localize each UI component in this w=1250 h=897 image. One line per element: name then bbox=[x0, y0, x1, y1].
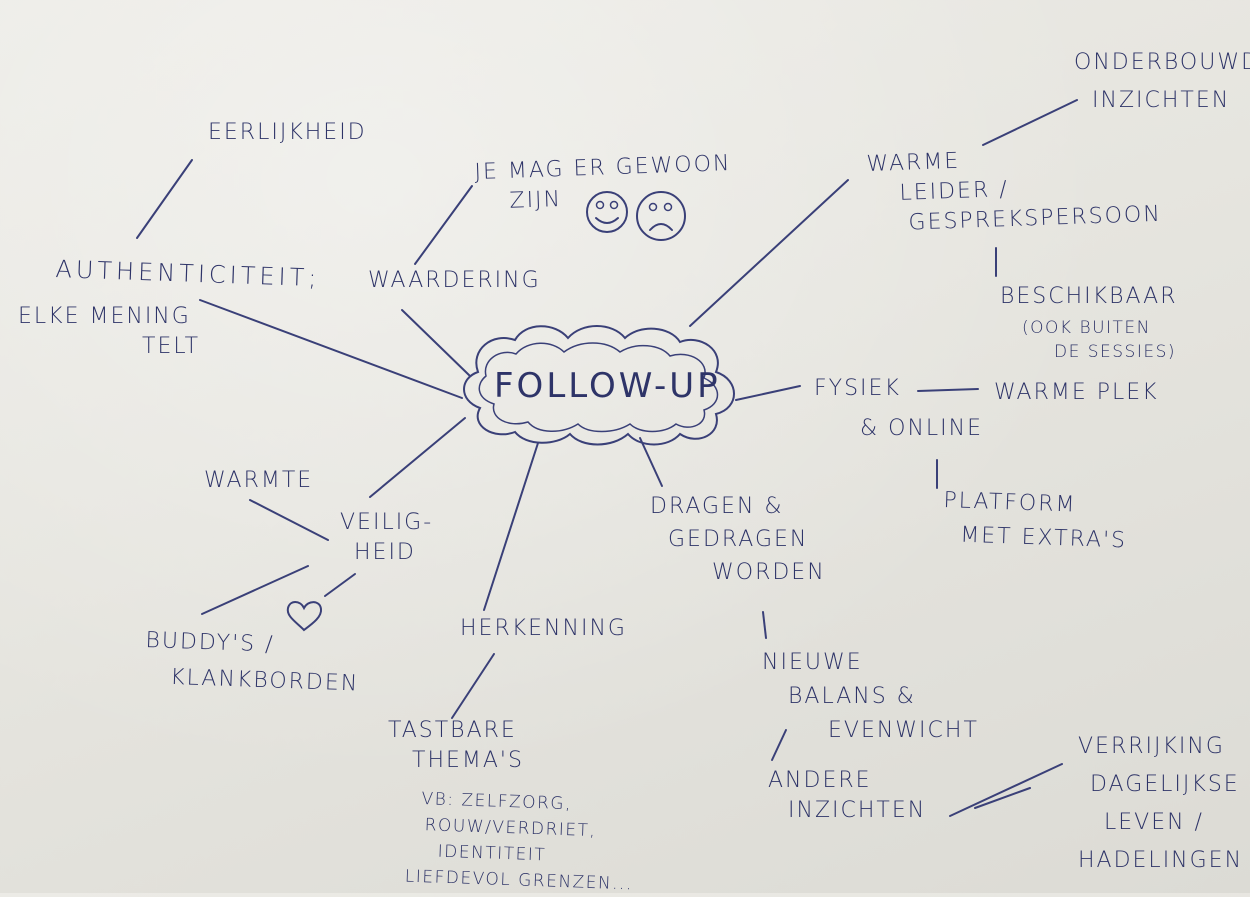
node-veiligheid: VEILIG- HEID bbox=[340, 508, 433, 568]
node-andere-inzichten-line2: INZICHTEN bbox=[788, 798, 927, 823]
center-title: FOLLOW-UP bbox=[494, 366, 721, 406]
node-dragen: DRAGEN & GEDRAGEN WORDEN bbox=[650, 490, 826, 589]
node-nieuwe-balans-line1: NIEUWE bbox=[762, 650, 863, 675]
node-fysiek: FYSIEK & ONLINE bbox=[814, 374, 983, 444]
node-voorbeelden: VB: ZELFZORG, ROUW/VERDRIET, IDENTITEIT … bbox=[404, 786, 636, 897]
node-waardering: WAARDERING bbox=[368, 268, 541, 293]
node-herkenning: HERKENNING bbox=[460, 616, 627, 641]
node-nieuwe-balans: NIEUWE BALANS & EVENWICHT bbox=[762, 646, 979, 748]
node-eerlijkheid: EERLIJKHEID bbox=[208, 120, 367, 145]
node-andere-inzichten: ANDERE INZICHTEN bbox=[768, 766, 926, 826]
node-beschikbaar: BESCHIKBAAR bbox=[1000, 284, 1178, 309]
node-dragen-line3: WORDEN bbox=[712, 560, 826, 585]
heart-icon bbox=[286, 601, 323, 632]
node-veiligheid-line2: HEID bbox=[354, 540, 416, 565]
node-buddys: BUDDY'S / KLANKBORDEN bbox=[144, 626, 361, 699]
happy-face-icon bbox=[586, 191, 628, 233]
node-platform-line2: MET EXTRA'S bbox=[959, 522, 1128, 554]
node-elke-mening-line2: TELT bbox=[142, 334, 201, 359]
node-beschikbaar-note-line2: DE SESSIES) bbox=[1054, 342, 1177, 362]
node-platform: PLATFORM MET EXTRA'S bbox=[942, 486, 1129, 556]
node-onderbouwde-line1: ONDERBOUWDE bbox=[1074, 50, 1250, 75]
node-warme-plek: WARME PLEK bbox=[994, 380, 1159, 405]
node-fysiek-line2: & ONLINE bbox=[860, 416, 984, 441]
node-onderbouwde: ONDERBOUWDE INZICHTEN bbox=[1074, 48, 1250, 116]
node-warmte: WARMTE bbox=[204, 468, 314, 493]
node-buddys-line2: KLANKBORDEN bbox=[169, 664, 360, 697]
node-beschikbaar-note: (OOK BUITEN DE SESSIES) bbox=[1022, 316, 1176, 364]
node-veiligheid-line1: VEILIG- bbox=[340, 510, 434, 535]
node-nieuwe-balans-line2: BALANS & bbox=[788, 684, 916, 709]
node-nieuwe-balans-line3: EVENWICHT bbox=[828, 718, 979, 743]
node-verrijking: VERRIJKING DAGELIJKSE LEVEN / HADELINGEN bbox=[1078, 728, 1243, 880]
node-verrijking-line1: VERRIJKING bbox=[1078, 734, 1225, 759]
node-warme-leider: WARME LEIDER / GESPREKSPERSOON bbox=[866, 140, 1162, 240]
node-tastbare: TASTBARE THEMA'S bbox=[388, 716, 524, 776]
node-beschikbaar-note-line1: (OOK BUITEN bbox=[1022, 318, 1151, 338]
node-verrijking-line2: DAGELIJKSE bbox=[1090, 772, 1240, 797]
node-tastbare-line2: THEMA'S bbox=[412, 748, 524, 773]
node-fysiek-line1: FYSIEK bbox=[814, 376, 901, 401]
cloud-outline bbox=[463, 325, 735, 446]
node-elke-mening-line1: ELKE MENING bbox=[18, 304, 191, 329]
node-platform-line1: PLATFORM bbox=[943, 487, 1077, 518]
cloud-inner-outline bbox=[478, 342, 719, 433]
node-onderbouwde-line2: INZICHTEN bbox=[1092, 88, 1231, 113]
sad-face-icon bbox=[636, 191, 686, 241]
node-verrijking-line3: LEVEN / bbox=[1104, 810, 1204, 835]
node-dragen-line2: GEDRAGEN bbox=[668, 527, 809, 552]
node-verrijking-line4: HADELINGEN bbox=[1078, 848, 1244, 873]
node-dragen-line1: DRAGEN & bbox=[650, 494, 784, 519]
node-elke-mening: ELKE MENING TELT bbox=[18, 302, 200, 362]
node-mag-zijn: JE MAG ER GEWOON ZIJN bbox=[474, 149, 733, 218]
node-andere-inzichten-line1: ANDERE bbox=[768, 768, 872, 793]
node-tastbare-line1: TASTBARE bbox=[388, 718, 517, 743]
